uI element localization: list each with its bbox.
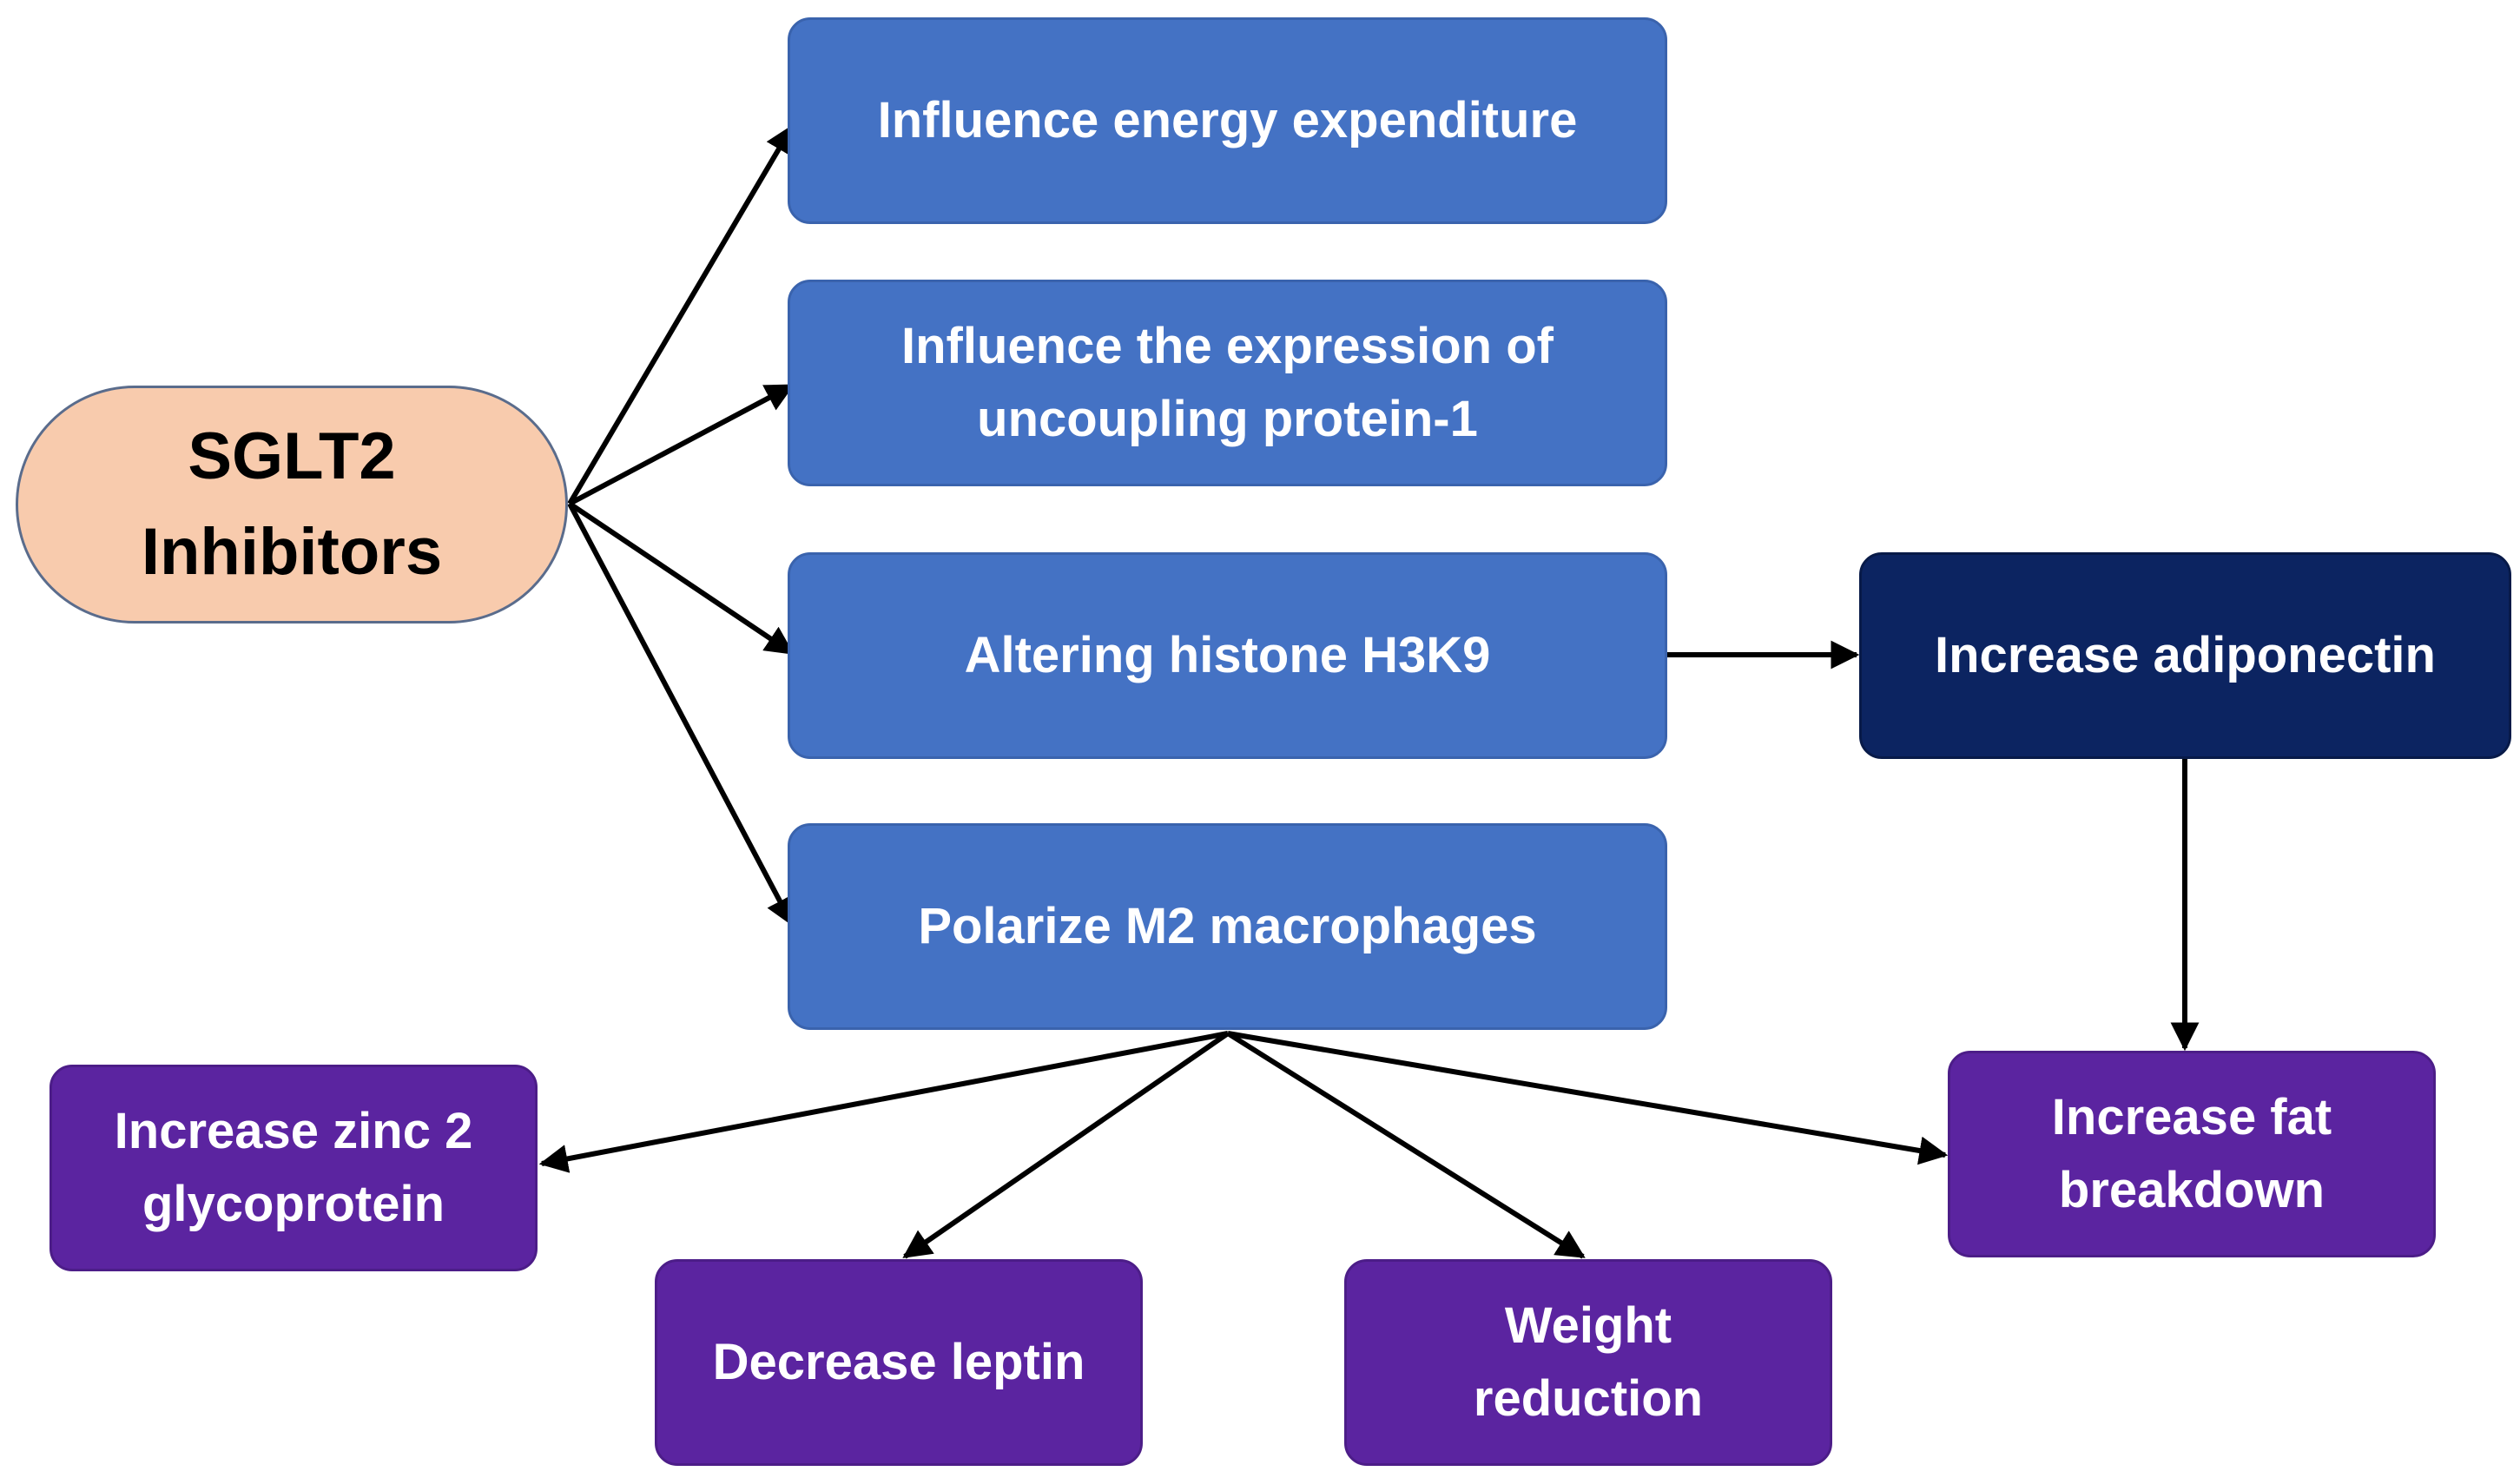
node-influence-energy-expenditure: Influence energy expenditure bbox=[788, 17, 1667, 224]
node-decrease-leptin: Decrease leptin bbox=[655, 1259, 1143, 1466]
node-label: Altering histone H3K9 bbox=[964, 626, 1491, 683]
node-influence-expression-ucp1: Influence the expression of uncoupling p… bbox=[788, 280, 1667, 486]
node-sglt2-inhibitors: SGLT2 Inhibitors bbox=[16, 386, 568, 624]
arrow-start-to-h3k9 bbox=[568, 501, 795, 656]
node-label: SGLT2 Inhibitors bbox=[141, 419, 443, 589]
arrow-m2-to-zinc bbox=[538, 1031, 1229, 1173]
arrow-m2-to-leptin bbox=[902, 1031, 1230, 1259]
node-polarize-m2-macrophages: Polarize M2 macrophages bbox=[788, 823, 1667, 1030]
arrow-m2-to-weight bbox=[1226, 1031, 1586, 1259]
arrow-start-to-m2 bbox=[567, 502, 795, 927]
node-increase-zinc-2-glycoprotein: Increase zinc 2 glycoprotein bbox=[49, 1065, 538, 1271]
node-label: Increase fat breakdown bbox=[2051, 1088, 2332, 1218]
arrow-start-to-energy bbox=[567, 124, 795, 505]
node-label: Polarize M2 macrophages bbox=[918, 897, 1537, 954]
node-label: Weight reduction bbox=[1473, 1297, 1704, 1427]
node-label: Influence energy expenditure bbox=[877, 91, 1578, 148]
connector-arrows bbox=[538, 124, 2200, 1259]
arrow-m2-to-fat bbox=[1227, 1031, 1949, 1165]
node-increase-fat-breakdown: Increase fat breakdown bbox=[1948, 1051, 2436, 1257]
node-label: Increase zinc 2 glycoprotein bbox=[114, 1102, 473, 1232]
node-altering-histone-h3k9: Altering histone H3K9 bbox=[788, 552, 1667, 759]
node-label: Influence the expression of uncoupling p… bbox=[901, 317, 1554, 447]
node-increase-adiponectin: Increase adiponectin bbox=[1859, 552, 2511, 759]
arrow-start-to-ucp1 bbox=[568, 383, 795, 506]
node-label: Decrease leptin bbox=[712, 1333, 1085, 1390]
node-label: Increase adiponectin bbox=[1935, 626, 2436, 683]
node-weight-reduction: Weight reduction bbox=[1344, 1259, 1832, 1466]
